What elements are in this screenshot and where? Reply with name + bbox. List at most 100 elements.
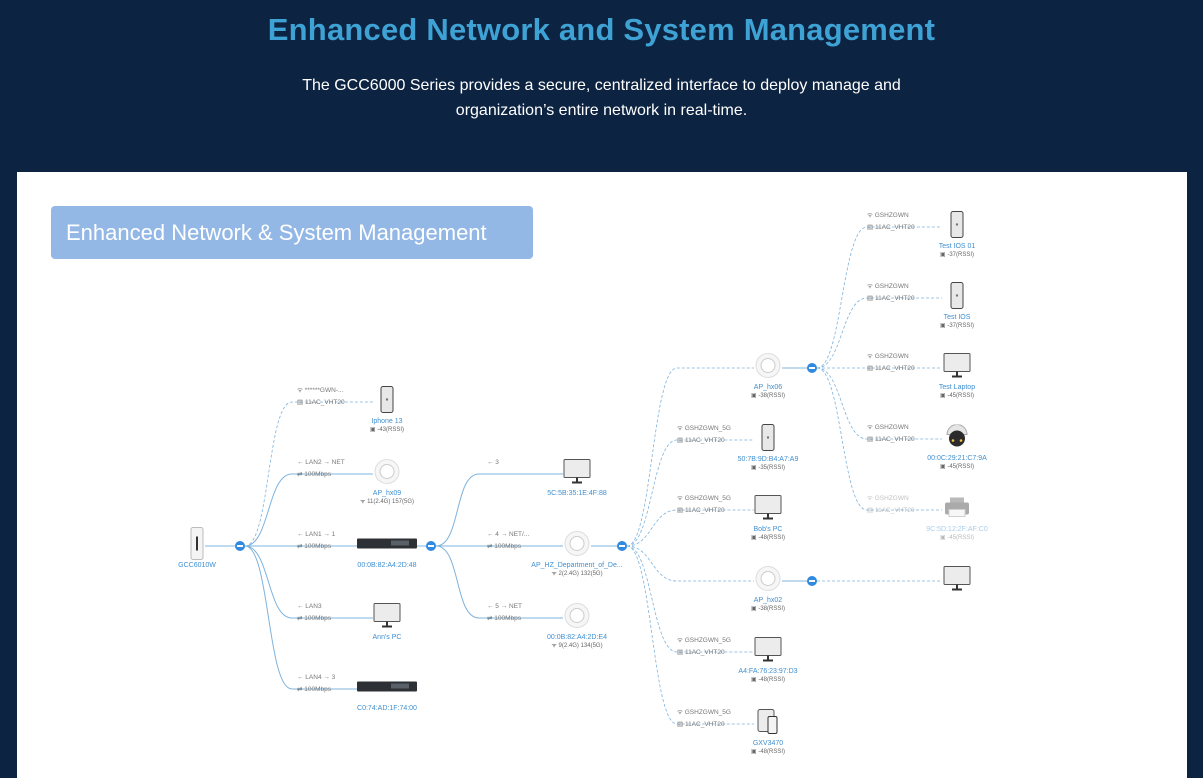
device-name[interactable]: AP_hx06 <box>753 384 783 391</box>
device-meta: ▣ -43(RSSI) <box>369 427 405 433</box>
link-label: ᯤ GSHZGWN_5G▤ 11AC_VHT20 <box>677 635 731 659</box>
hero-title: Enhanced Network and System Management <box>267 12 936 47</box>
collapse-toggle-root[interactable] <box>235 541 245 551</box>
device-node-label: Bob's PC ▣ -48(RSSI) <box>751 525 785 542</box>
device-meta: ᯤ 9(2.4G) 134(5G) <box>551 643 603 649</box>
device-name[interactable]: Iphone 13 <box>371 418 403 425</box>
device-name[interactable]: C0:74:AD:1F:74:00 <box>357 705 417 712</box>
printer-icon <box>945 497 969 517</box>
access-point-icon <box>755 353 781 384</box>
monitor-icon <box>943 566 971 591</box>
link-label: ᯤ ******GWN-...▤ 11AC_VHT20 <box>297 385 345 409</box>
link-level1 <box>244 473 373 547</box>
monitor-icon <box>373 603 401 628</box>
device-meta: ᯤ 2(2.4G) 132(5G) <box>551 571 603 577</box>
device-node-label: AP_HZ_Department_of_De... ᯤ 2(2.4G) 132(5… <box>531 561 622 578</box>
device-node-label: 50:7B:9D:B4:A7:A9▣ -35(RSSI) <box>738 455 799 472</box>
link-rate: ⇄ 100Mbps <box>487 543 521 550</box>
monitor-icon <box>754 495 782 520</box>
link-port: ← LAN3 <box>297 603 322 610</box>
monitor-icon <box>943 566 971 597</box>
device-name[interactable]: Test IOS <box>943 314 971 321</box>
link-label: ᯤ GSHZGWN▤ 11AC_VHT20 <box>867 351 915 375</box>
device-name[interactable]: GCC6010W <box>178 562 216 569</box>
collapse-toggle-ap06[interactable] <box>807 363 817 373</box>
device-meta: ▣ -45(RSSI) <box>939 535 974 541</box>
device-node-label: GCC6010W <box>178 561 216 570</box>
switch-icon <box>357 680 417 699</box>
link-port: ← LAN4 → 3 <box>297 674 336 681</box>
device-node-label: A4:FA:76:23:97:D3▣ -48(RSSI) <box>738 667 797 684</box>
device-name[interactable]: 00:0C:29:21:C7:9A <box>927 455 987 462</box>
link-rate: ⇄ 100Mbps <box>487 615 521 622</box>
device-node-label: AP_hx02▣ -38(RSSI) <box>751 596 785 613</box>
device-node-label: Test Laptop ▣ -45(RSSI) <box>939 383 975 400</box>
camera-icon <box>944 424 970 454</box>
device-name[interactable]: 00:0B:82:A4:2D:48 <box>357 562 417 569</box>
link-rate: ▤ 11AC_VHT20 <box>867 365 915 372</box>
link-rate: ⇄ 100Mbps <box>297 686 331 693</box>
device-meta: ▣ -45(RSSI) <box>939 393 975 399</box>
switch-icon <box>357 681 417 692</box>
link-label: ᯤ GSHZGWN_5G▤ 11AC_VHT20 <box>677 707 731 731</box>
link-level3 <box>626 367 754 547</box>
hero-subtitle: The GCC6000 Series provides a secure, ce… <box>0 73 1203 123</box>
device-node-label: 5C:5B:35:1E:4F:88 <box>547 489 607 498</box>
link-port: ᯤ GSHZGWN_5G <box>677 709 731 716</box>
phone-icon <box>950 282 964 309</box>
collapse-toggle-ap[interactable] <box>617 541 627 551</box>
phone-icon <box>761 424 775 457</box>
access-point-icon <box>755 566 781 591</box>
device-node-label: 00:0B:82:A4:2D:E4 ᯤ 9(2.4G) 134(5G) <box>547 633 607 650</box>
device-name[interactable]: GXV3470 <box>752 740 784 747</box>
link-port: ᯤ GSHZGWN <box>867 283 909 290</box>
device-node-label: GXV3470▣ -48(RSSI) <box>751 739 785 756</box>
device-name[interactable]: Test IOS 01 <box>938 243 976 250</box>
link-level4 <box>816 367 942 511</box>
gateway-icon <box>190 527 204 560</box>
device-meta: ▣ -37(RSSI) <box>939 323 975 329</box>
link-port: ← 4 → NET/... <box>487 531 530 538</box>
link-label: ᯤ GSHZGWN ▤ 11AC_VHT20 <box>867 281 915 305</box>
device-name[interactable]: AP_HZ_Department_of_De... <box>531 562 623 569</box>
device-node-label: AP_hx06 ▣ -38(RSSI) <box>751 383 785 400</box>
device-name[interactable]: 50:7B:9D:B4:A7:A9 <box>737 456 799 463</box>
monitor-icon <box>754 495 782 526</box>
device-name[interactable]: Test Laptop <box>938 384 976 391</box>
link-rate: ▤ 11AC_VHT20 <box>867 436 915 443</box>
device-name[interactable]: 00:0B:82:A4:2D:E4 <box>547 634 607 641</box>
device-name[interactable]: 5C:5B:35:1E:4F:88 <box>547 490 607 497</box>
device-name[interactable]: AP_hx09 <box>372 490 402 497</box>
link-rate: ▤ 11AC_VHT20 <box>867 507 915 514</box>
printer-icon <box>944 497 970 524</box>
link-rate: ▤ 11AC_VHT20 <box>677 507 725 514</box>
gateway-icon <box>190 527 204 566</box>
device-name[interactable]: A4:FA:76:23:97:D3 <box>738 668 798 675</box>
link-port: ᯤ ******GWN-... <box>297 387 344 394</box>
link-rate: ▤ 11AC_VHT20 <box>677 649 725 656</box>
link-label: ᯤ GSHZGWN_5G▤ 11AC_VHT20 <box>677 493 731 517</box>
monitor-icon <box>563 459 591 490</box>
phone-icon <box>761 424 775 451</box>
link-label: ᯤ GSHZGWN_5G▤ 11AC_VHT20 <box>677 423 731 447</box>
device-name[interactable]: 9C:5D:12:2F:AF:C0 <box>926 526 988 533</box>
link-rate: ▤ 11AC_VHT20 <box>867 295 915 302</box>
link-port: ← LAN1 → 1 <box>297 531 336 538</box>
link-port: ← LAN2 → NET <box>297 459 345 466</box>
device-name[interactable]: AP_hx02 <box>753 597 783 604</box>
collapse-toggle-ap02[interactable] <box>807 576 817 586</box>
link-level1 <box>244 545 373 690</box>
collapse-toggle-switch[interactable] <box>426 541 436 551</box>
link-label: ᯤ GSHZGWN▤ 11AC_VHT20 <box>867 422 915 446</box>
monitor-icon <box>943 353 971 378</box>
device-meta: ▣ -38(RSSI) <box>750 393 786 399</box>
link-level2 <box>435 473 563 547</box>
link-rate: ⇄ 100Mbps <box>297 615 331 622</box>
link-level3 <box>626 439 754 547</box>
device-meta: ▣ -48(RSSI) <box>750 535 786 541</box>
monitor-icon <box>373 603 401 634</box>
tablet-icon <box>757 709 779 740</box>
device-name[interactable]: Bob's PC <box>753 526 783 533</box>
device-name[interactable]: Ann's PC <box>372 634 402 641</box>
access-point-icon <box>564 531 590 556</box>
